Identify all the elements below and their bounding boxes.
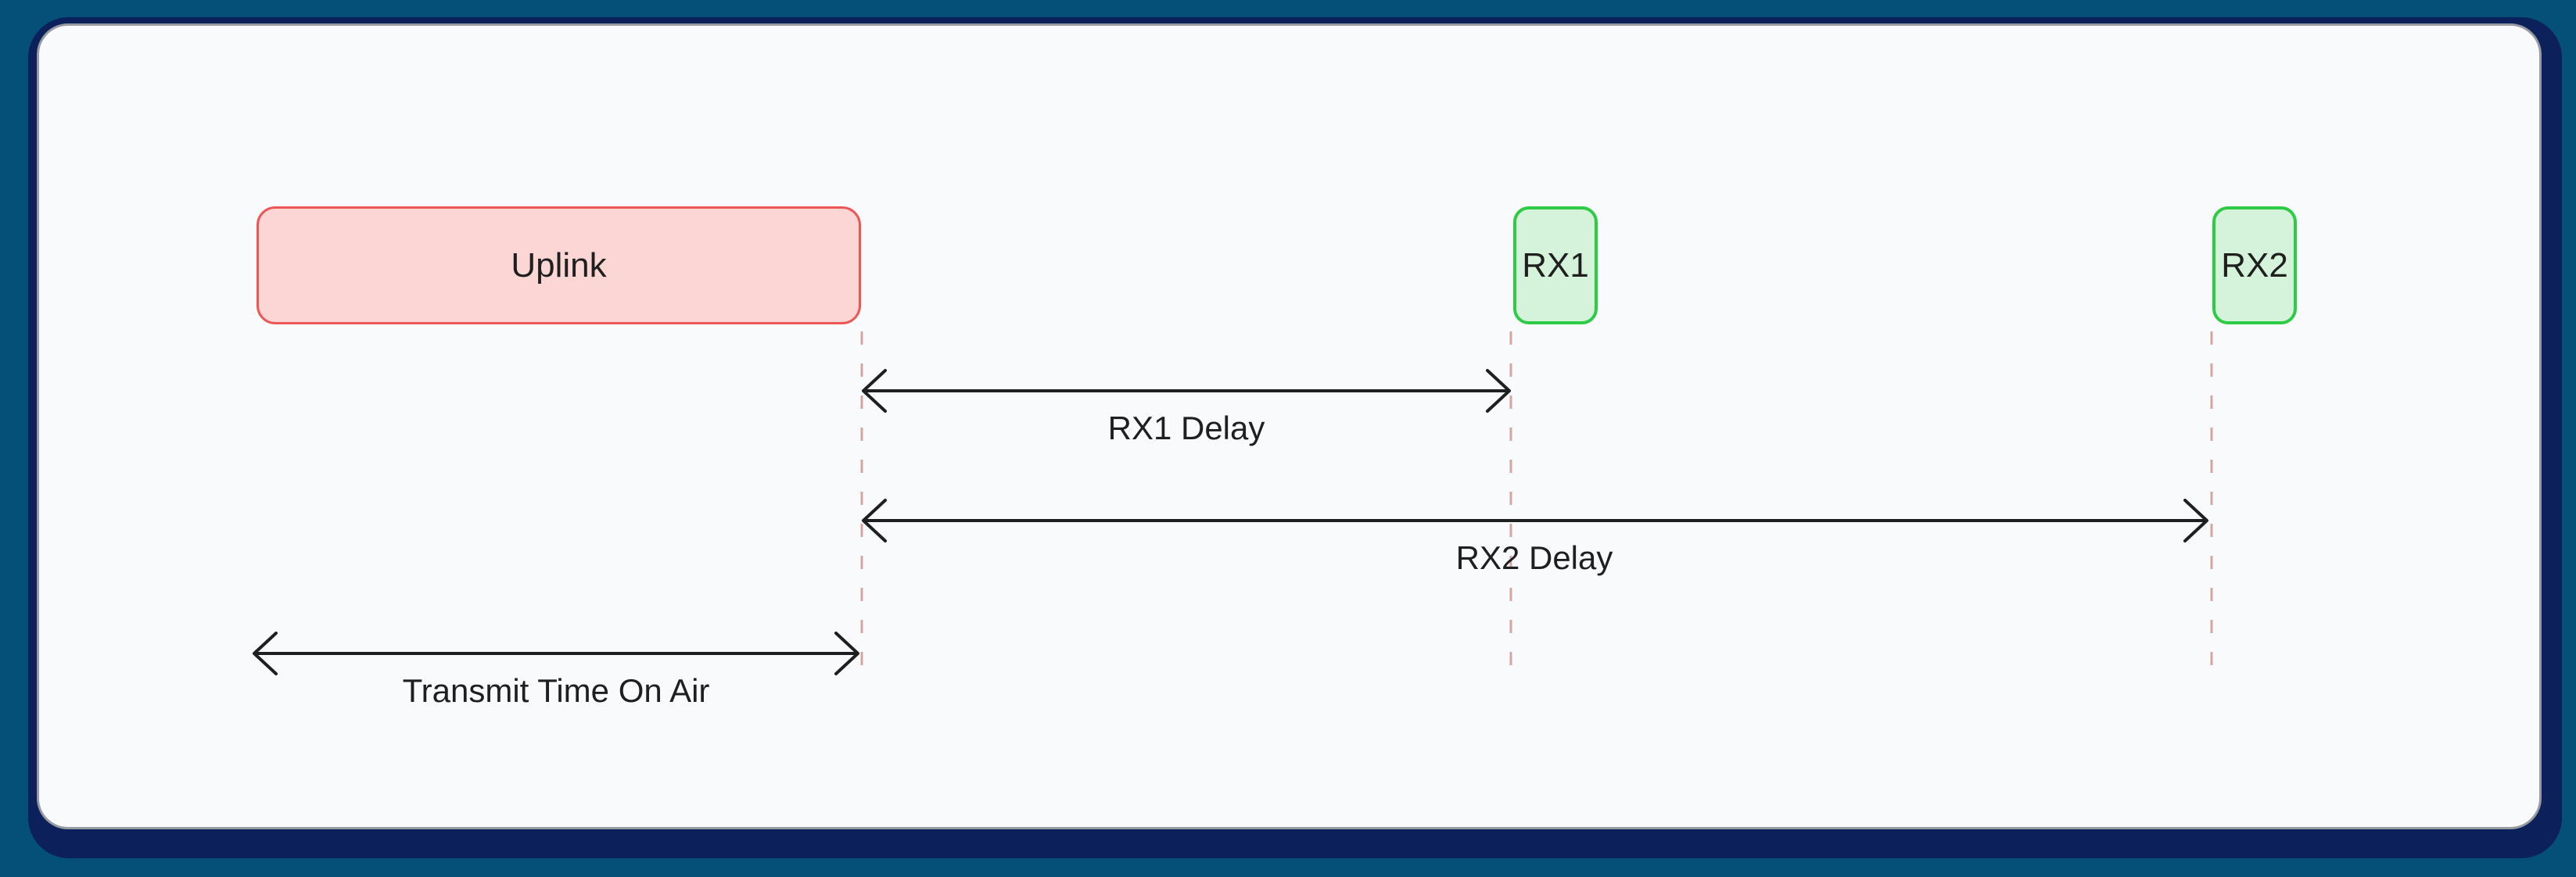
node-rx2-label: RX2 (2221, 245, 2288, 285)
diagram-panel (37, 23, 2542, 829)
node-rx1: RX1 (1513, 206, 1598, 324)
node-uplink: Uplink (257, 206, 861, 324)
node-rx1-label: RX1 (1522, 245, 1589, 285)
rx1-delay-label: RX1 Delay (1107, 410, 1265, 446)
transmit-time-label: Transmit Time On Air (402, 672, 710, 709)
node-rx2: RX2 (2212, 206, 2297, 324)
node-uplink-label: Uplink (511, 245, 607, 285)
rx2-delay-label: RX2 Delay (1455, 539, 1613, 576)
